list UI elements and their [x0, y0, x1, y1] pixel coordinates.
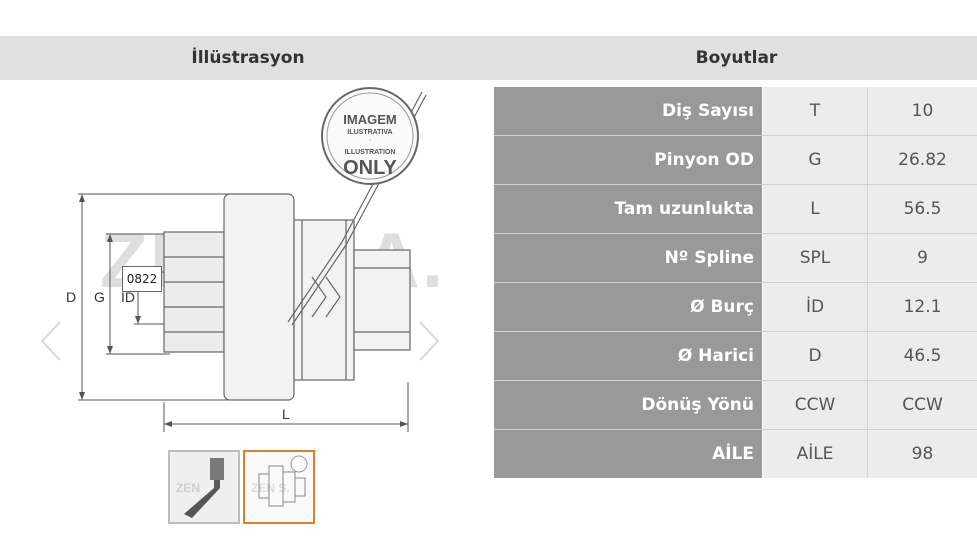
table-row: Ø Burç İD 12.1	[494, 282, 977, 332]
thumbnail-photo-image: ZEN	[170, 452, 238, 522]
dimension-label: Dönüş Yönü	[494, 380, 763, 430]
table-row: Pinyon OD G 26.82	[494, 135, 977, 185]
dimension-value: 46.5	[867, 331, 977, 381]
table-row: Nº Spline SPL 9	[494, 233, 977, 283]
dim-label-l: L	[282, 406, 290, 422]
illustration-title: İllüstrasyon	[191, 48, 305, 68]
next-image-button[interactable]	[414, 318, 444, 364]
dimension-value: 10	[867, 87, 977, 136]
dimension-symbol: SPL	[762, 233, 868, 283]
product-illustration: ZEN S.A. D G ID L	[66, 87, 443, 432]
prev-image-button[interactable]	[36, 318, 66, 364]
dimension-label: Ø Burç	[494, 282, 763, 332]
dimension-symbol: D	[762, 331, 868, 381]
dimension-label: Pinyon OD	[494, 135, 763, 185]
table-row: AİLE AİLE 98	[494, 429, 977, 478]
chevron-right-icon	[419, 321, 440, 361]
table-row: Dönüş Yönü CCW CCW	[494, 380, 977, 430]
stamp-line2: ILUSTRATIVA	[347, 129, 392, 136]
dimension-label: Diş Sayısı	[494, 87, 763, 136]
thumbnail-drawing[interactable]: ZEN S.	[243, 450, 315, 524]
dimension-symbol: L	[762, 184, 868, 234]
dimension-value: CCW	[867, 380, 977, 430]
stamp-line4: ONLY	[343, 157, 397, 179]
dimension-label: Nº Spline	[494, 233, 763, 283]
thumbnail-drawing-image: ZEN S.	[245, 452, 313, 522]
dimension-value: 56.5	[867, 184, 977, 234]
dimensions-title: Boyutlar	[695, 48, 778, 68]
dimension-label: Ø Harici	[494, 331, 763, 381]
dimension-value: 98	[867, 429, 977, 478]
dim-label-d: D	[66, 289, 76, 305]
thumbnail-photo[interactable]: ZEN	[168, 450, 240, 524]
chevron-left-icon	[40, 321, 61, 361]
dimension-value: 26.82	[867, 135, 977, 185]
stamp-line1: IMAGEM	[343, 112, 396, 127]
table-row: Diş Sayısı T 10	[494, 87, 977, 136]
dimension-value: 9	[867, 233, 977, 283]
dimension-value: 12.1	[867, 282, 977, 332]
dim-label-g: G	[94, 289, 105, 305]
dimension-symbol: İD	[762, 282, 868, 332]
illustration-only-stamp: IMAGEM ILUSTRATIVA · ILLUSTRATION ONLY	[321, 87, 419, 185]
table-row: Ø Harici D 46.5	[494, 331, 977, 381]
stamp-line3: ILLUSTRATION	[345, 149, 396, 156]
part-code-label: 0822	[122, 266, 162, 292]
table-row: Tam uzunlukta L 56.5	[494, 184, 977, 234]
svg-text:·: ·	[369, 137, 371, 144]
dim-label-id: ID	[121, 289, 135, 305]
svg-text:ZEN: ZEN	[176, 481, 200, 495]
dimension-symbol: T	[762, 87, 868, 136]
header-bar: İllüstrasyon Boyutlar	[0, 36, 977, 80]
dimension-label: AİLE	[494, 429, 763, 478]
svg-text:ZEN S.: ZEN S.	[251, 481, 290, 495]
dimensions-table: Diş Sayısı T 10 Pinyon OD G 26.82 Tam uz…	[494, 87, 977, 478]
dimension-symbol: AİLE	[762, 429, 868, 478]
dimension-symbol: CCW	[762, 380, 868, 430]
dimension-label: Tam uzunlukta	[494, 184, 763, 234]
dimension-symbol: G	[762, 135, 868, 185]
